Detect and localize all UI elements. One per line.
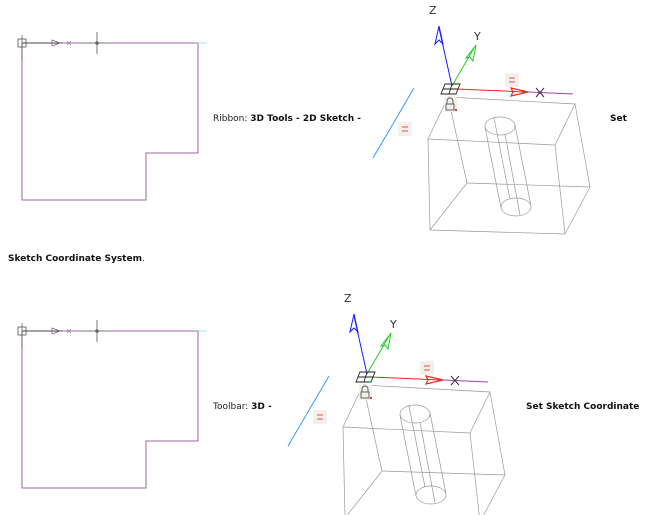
toolbar-path: 3D - <box>251 402 272 412</box>
command-name: Set Sketch Coordinate <box>526 402 640 412</box>
command-name: Sketch Coordinate System <box>8 254 142 264</box>
caption-prefix: Ribbon: <box>213 114 251 124</box>
ribbon-caption: Ribbon: 3D Tools - 2D Sketch - <box>213 114 361 125</box>
z-axis-label: Z <box>344 292 352 305</box>
ribbon-path: 3D Tools - 2D Sketch - <box>250 114 362 124</box>
command-name-part: Set <box>610 114 627 124</box>
figure2-3d-coordinate-system <box>287 313 506 515</box>
figure2-2d-sketch <box>17 319 208 489</box>
ribbon-caption-continued: Sketch Coordinate System. <box>8 254 145 265</box>
toolbar-caption-tail: Set Sketch Coordinate <box>526 402 639 413</box>
caption-end: . <box>141 254 145 264</box>
z-axis-label: Z <box>429 4 437 17</box>
toolbar-caption: Toolbar: 3D - <box>213 402 272 413</box>
y-axis-label: Y <box>389 318 397 331</box>
figure1-2d-sketch <box>17 31 208 201</box>
y-axis-label: Y <box>473 30 481 43</box>
figure1-3d-coordinate-system <box>372 25 591 235</box>
caption-prefix: Toolbar: <box>213 402 252 412</box>
ribbon-caption-tail: Set <box>610 114 627 125</box>
